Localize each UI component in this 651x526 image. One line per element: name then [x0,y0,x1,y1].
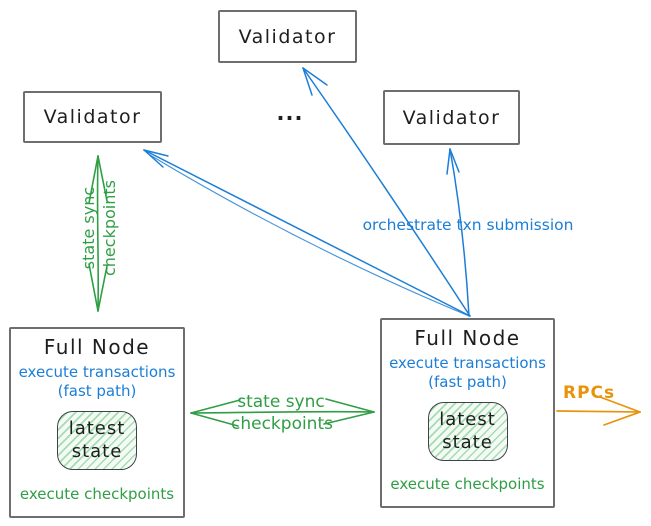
full-node-left-execute-checkpoints: execute checkpoints [19,485,175,503]
state-sync-vertical-arrow [88,155,108,312]
latest-state-box-left: latest state [57,411,137,470]
rpcs-arrow [556,396,641,426]
full-node-right-execute-transactions: execute transactions [389,354,546,372]
state-sync-horizontal-arrow [190,398,375,427]
horizontal-state-sync-label-line2: checkpoints [231,414,333,434]
horizontal-state-sync-label-line1: state sync [237,392,325,412]
full-node-left-execute-transactions: execute transactions [18,363,176,381]
full-node-left-fast-path: (fast path) [57,382,137,400]
vertical-state-sync-label-line2: checkpoints [100,180,119,276]
latest-state-left-line2: state [71,440,123,462]
latest-state-left-line1: latest [68,418,126,439]
orchestrate-txn-submission-label: orchestrate txn submission [362,216,574,234]
orchestrate-arrow-to-right-validator [446,148,470,317]
full-node-left-box: Full Node execute transactions (fast pat… [9,327,185,518]
validator-left-label: Validator [43,106,142,128]
latest-state-right-line2: state [442,431,493,453]
validator-right-label: Validator [402,106,501,129]
full-node-right-fast-path: (fast path) [428,373,507,391]
full-node-right-box: Full Node execute transactions (fast pat… [380,318,555,508]
vertical-state-sync-label-line1: state sync [79,186,98,270]
orchestrate-arrow-to-top-validator [302,67,471,317]
full-node-right-execute-checkpoints: execute checkpoints [390,475,545,493]
validator-top-label: Validator [238,25,337,48]
full-node-right-title: Full Node [414,326,521,350]
more-validators-ellipsis: ... [276,101,304,125]
latest-state-right-line1: latest [439,409,496,430]
full-node-left-title: Full Node [43,335,151,359]
validator-top-box: Validator [218,10,357,63]
rpcs-label: RPCs [563,383,616,403]
validator-right-box: Validator [383,90,520,145]
orchestrate-arrow-to-left-validator [143,149,471,317]
latest-state-box-right: latest state [427,402,508,461]
validator-left-box: Validator [23,91,162,143]
